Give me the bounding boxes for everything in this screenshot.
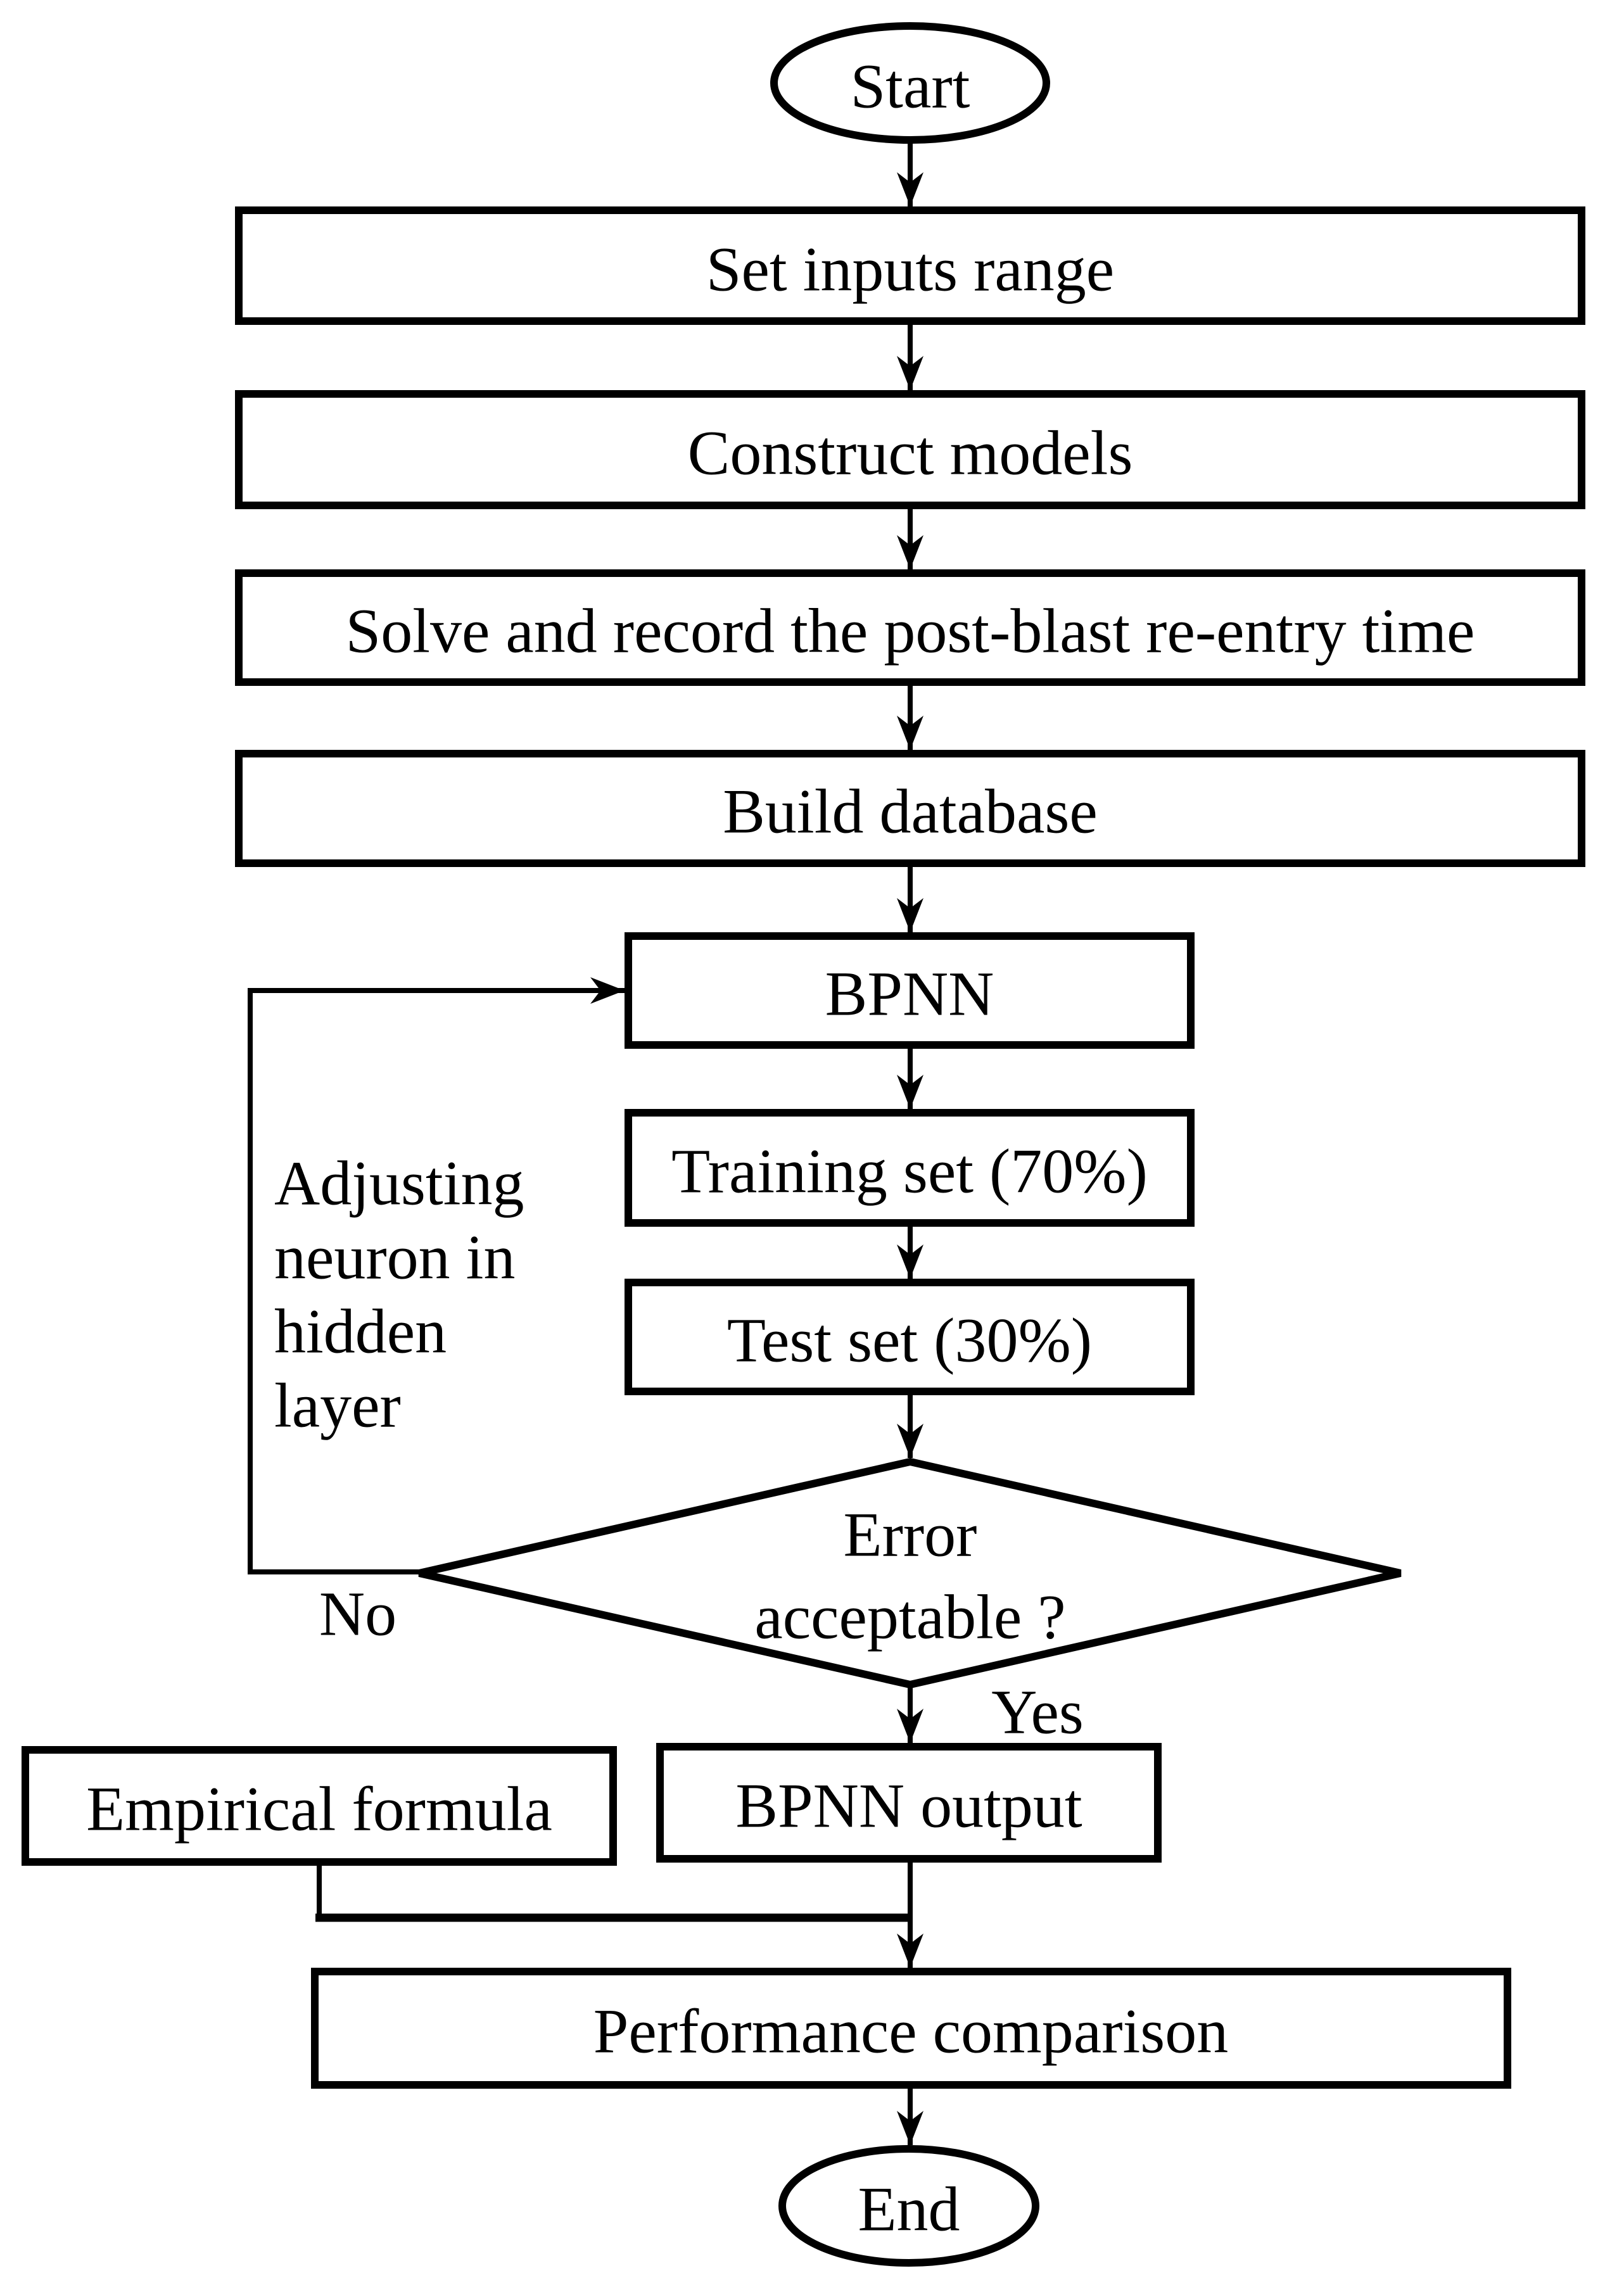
arrow-decision-no-loop-to-bpnn bbox=[248, 977, 625, 1574]
bpnn-box bbox=[625, 932, 1195, 1049]
solve-record-label: Solve and record the post-blast re-entry… bbox=[346, 596, 1475, 666]
solve-record-box bbox=[235, 569, 1585, 686]
construct-models-box bbox=[235, 390, 1585, 509]
performance-comparison-box bbox=[311, 1968, 1511, 2089]
bpnn-output-label: BPNN output bbox=[735, 1771, 1082, 1841]
yes-edge-label: Yes bbox=[991, 1677, 1084, 1747]
set-inputs-label: Set inputs range bbox=[706, 234, 1114, 305]
training-set-label: Training set (70%) bbox=[671, 1136, 1148, 1206]
loop-note-line2: neuron in bbox=[274, 1222, 515, 1293]
end-terminator bbox=[778, 2145, 1039, 2267]
build-database-label: Build database bbox=[723, 776, 1098, 847]
end-label: End bbox=[858, 2174, 960, 2245]
bpnn-output-box bbox=[656, 1743, 1162, 1863]
test-set-label: Test set (30%) bbox=[727, 1305, 1092, 1376]
construct-models-label: Construct models bbox=[688, 418, 1133, 488]
loop-note-line3: hidden bbox=[274, 1296, 447, 1367]
start-terminator bbox=[770, 22, 1050, 144]
training-set-box bbox=[625, 1109, 1195, 1227]
set-inputs-box bbox=[235, 206, 1585, 325]
build-database-box bbox=[235, 750, 1585, 867]
loop-note-line1: Adjusting bbox=[274, 1148, 524, 1219]
test-set-box bbox=[625, 1279, 1195, 1395]
decision-label-line1: Error bbox=[844, 1500, 977, 1570]
loop-note-line4: layer bbox=[274, 1371, 401, 1441]
empirical-formula-box bbox=[22, 1746, 617, 1866]
decision-label-line2: acceptable ? bbox=[754, 1582, 1065, 1652]
no-edge-label: No bbox=[319, 1579, 396, 1649]
bpnn-label: BPNN bbox=[825, 959, 994, 1029]
error-acceptable-decision bbox=[418, 1457, 1402, 1689]
empirical-formula-label: Empirical formula bbox=[86, 1774, 552, 1844]
performance-comparison-label: Performance comparison bbox=[593, 1996, 1228, 2067]
start-label: Start bbox=[851, 51, 970, 122]
